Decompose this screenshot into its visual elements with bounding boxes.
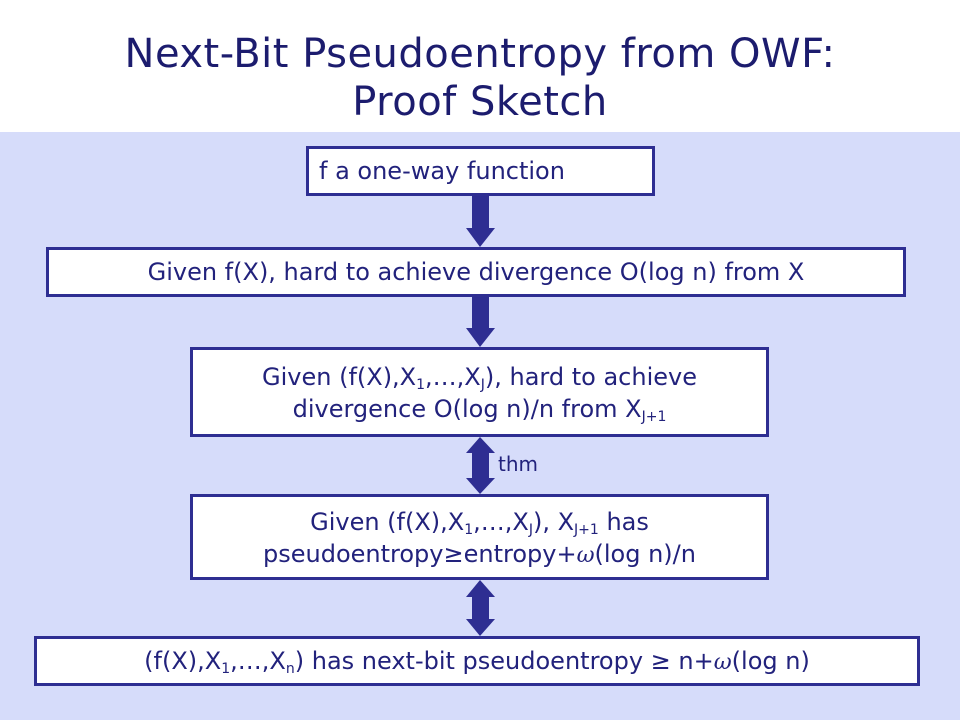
title-line-1: Next-Bit Pseudoentropy from OWF: [124, 31, 836, 77]
text-fragment: ), hard to achieve [484, 363, 697, 391]
text-fragment: (f(X),X [144, 647, 222, 675]
text-fragment: ), X [532, 508, 575, 536]
text-fragment: Given (f(X),X [310, 508, 465, 536]
title-line-2: Proof Sketch [352, 79, 608, 125]
text-fragment: ,…,X [425, 363, 481, 391]
edge-label-thm: thm [498, 452, 538, 476]
node-one-way-function: f a one-way function [306, 146, 655, 196]
arrow-hybrid-equivalence [466, 580, 495, 636]
subscript: 1 [221, 661, 231, 677]
text-fragment: (log n)/n [594, 540, 696, 568]
subscript: 1 [416, 377, 426, 393]
subscript: n [285, 661, 295, 677]
text-fragment: divergence O(log n)/n from X [292, 395, 642, 423]
subscript: J+1 [641, 409, 667, 425]
text-fragment: ,…,X [473, 508, 529, 536]
text-fragment: has [598, 508, 649, 536]
subscript: J [528, 522, 533, 538]
node-pseudoentropy-next-block: Given (f(X),X1,…,XJ), XJ+1 has pseudoent… [190, 494, 769, 580]
subscript: J [480, 377, 485, 393]
subscript: J+1 [574, 522, 599, 538]
text-fragment: pseudoentropy≥entropy+ [263, 540, 577, 568]
node-pseudoentropy-next-line-2: pseudoentropy≥entropy+ω(log n)/n [193, 538, 766, 572]
text-fragment: (log n) [731, 647, 810, 675]
slide-title: Next-Bit Pseudoentropy from OWF: Proof S… [0, 0, 960, 132]
subscript: 1 [464, 522, 474, 538]
text-fragment: ) has next-bit pseudoentropy ≥ n+ [294, 647, 714, 675]
node-divergence-from-x: Given f(X), hard to achieve divergence O… [46, 247, 906, 297]
node-divergence-next-line-1: Given (f(X),X1,…,XJ), hard to achieve [193, 361, 766, 393]
text-fragment: Given (f(X),X [262, 363, 417, 391]
node-divergence-next-block: Given (f(X),X1,…,XJ), hard to achieve di… [190, 347, 769, 437]
node-divergence-next-line-2: divergence O(log n)/n from XJ+1 [193, 393, 766, 425]
omega-symbol: ω [576, 543, 595, 568]
text-fragment: ,…,X [230, 647, 286, 675]
node-next-bit-pseudoentropy: (f(X),X1,…,Xn) has next-bit pseudoentrop… [34, 636, 920, 686]
omega-symbol: ω [713, 650, 732, 675]
node-divergence-from-x-text: Given f(X), hard to achieve divergence O… [147, 258, 805, 286]
arrow-divergence-to-next-divergence [466, 297, 495, 347]
node-one-way-function-text: f a one-way function [319, 157, 565, 185]
arrow-owf-to-divergence [466, 196, 495, 247]
node-pseudoentropy-next-line-1: Given (f(X),X1,…,XJ), XJ+1 has [193, 506, 766, 538]
arrow-thm-equivalence [466, 437, 495, 494]
